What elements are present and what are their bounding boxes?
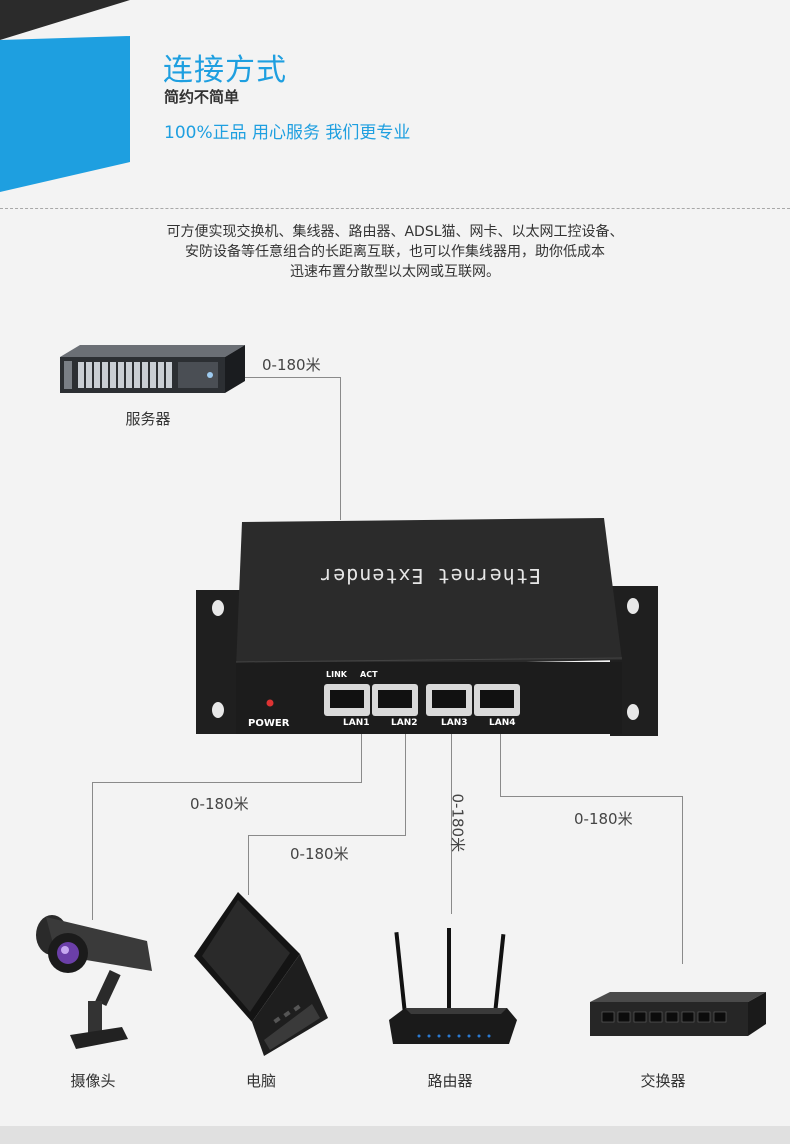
camera-icon — [32, 915, 157, 1057]
server-link-v — [340, 377, 341, 520]
page-subtitle: 简约不简单 — [164, 86, 239, 107]
lan2-link — [405, 732, 406, 836]
link-label: LINK — [326, 670, 347, 679]
node-label-server: 服务器 — [88, 408, 208, 429]
node-label-camera: 摄像头 — [33, 1070, 153, 1091]
lan2-link — [248, 835, 406, 836]
node-label-router: 路由器 — [390, 1070, 510, 1091]
port-label-lan4: LAN4 — [489, 718, 516, 728]
node-label-switch: 交换器 — [603, 1070, 723, 1091]
device-name: Ethernet Extender — [300, 564, 560, 588]
act-label: ACT — [360, 670, 378, 679]
router-icon — [385, 928, 520, 1050]
distance-label-lan1: 0-180米 — [190, 793, 249, 814]
power-label: POWER — [248, 718, 289, 729]
tagline: 100%正品 用心服务 我们更专业 — [164, 118, 410, 143]
distance-label-lan4: 0-180米 — [574, 808, 633, 829]
lan4-link — [682, 796, 683, 964]
description-line: 可方便实现交换机、集线器、路由器、ADSL猫、网卡、以太网工控设备、 — [110, 222, 680, 242]
port-label-lan3: LAN3 — [441, 718, 468, 728]
distance-label-server: 0-180米 — [262, 354, 321, 375]
switch-icon — [588, 990, 768, 1038]
lan1-link — [92, 782, 362, 783]
lan1-link — [92, 782, 93, 920]
port-label-lan2: LAN2 — [391, 718, 418, 728]
distance-label-lan2: 0-180米 — [290, 843, 349, 864]
lan4-link — [500, 796, 683, 797]
ethernet-extender-device — [190, 512, 665, 744]
description: 可方便实现交换机、集线器、路由器、ADSL猫、网卡、以太网工控设备、 安防设备等… — [110, 222, 680, 282]
divider — [0, 208, 790, 209]
distance-label-lan3: 0-180米 — [448, 794, 469, 864]
description-line: 安防设备等任意组合的长距离互联，也可以作集线器用，助你低成本 — [110, 242, 680, 262]
header-decoration — [0, 0, 140, 200]
blue-stripe — [0, 36, 130, 192]
description-line: 迅速布置分散型以太网或互联网。 — [110, 262, 680, 282]
page-title: 连接方式 — [163, 45, 287, 89]
laptop-icon — [190, 890, 330, 1058]
bottom-band — [0, 1126, 790, 1144]
node-label-computer: 电脑 — [201, 1070, 321, 1091]
server-icon — [60, 343, 245, 395]
lan2-link — [248, 835, 249, 895]
server-link-h — [240, 377, 340, 378]
dark-stripe — [0, 0, 130, 40]
port-label-lan1: LAN1 — [343, 718, 370, 728]
